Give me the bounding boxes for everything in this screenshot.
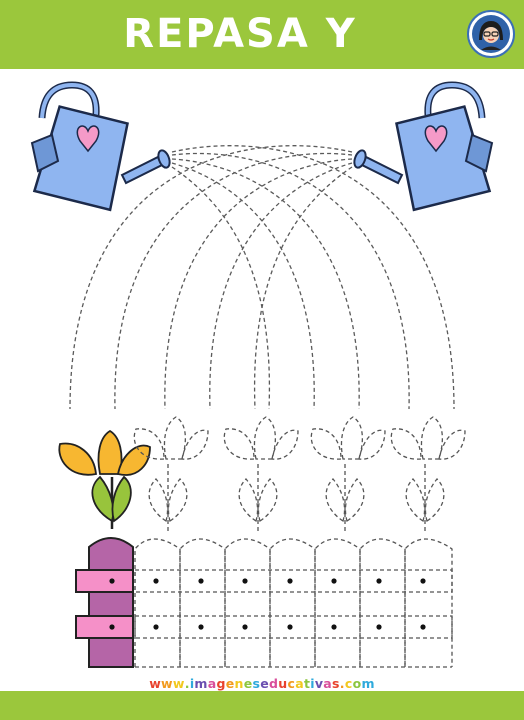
fence-post-icon — [75, 537, 134, 668]
trace-arc — [209, 162, 353, 410]
watering-can-icon — [353, 81, 494, 212]
trace-arc — [253, 166, 353, 410]
trace-arc — [171, 166, 271, 410]
watering-can-icon — [30, 81, 171, 212]
footer-bar — [0, 691, 524, 720]
trace-tulip — [133, 416, 209, 531]
trace-arc — [171, 162, 315, 410]
trace-arc — [171, 145, 455, 410]
tracing-dots — [109, 578, 426, 630]
trace-arc — [171, 152, 410, 410]
page-title: REPASA Y COLOREA — [123, 11, 357, 113]
header-bar — [0, 0, 524, 69]
trace-tulip — [223, 416, 299, 531]
footer-url[interactable]: www.imageneseducativas.com — [0, 676, 524, 691]
footer-url-text: www.imageneseducativas.com — [149, 676, 375, 691]
trace-arc — [69, 145, 353, 410]
trace-tulip — [310, 416, 386, 531]
tulip-icon — [58, 429, 151, 529]
tracing-worksheet — [30, 81, 494, 668]
trace-arc — [171, 158, 360, 410]
trace-fence — [134, 538, 453, 668]
trace-arc — [114, 152, 353, 410]
teacher-avatar-icon — [467, 10, 515, 58]
trace-tulip — [390, 416, 466, 531]
trace-arc — [164, 158, 353, 410]
